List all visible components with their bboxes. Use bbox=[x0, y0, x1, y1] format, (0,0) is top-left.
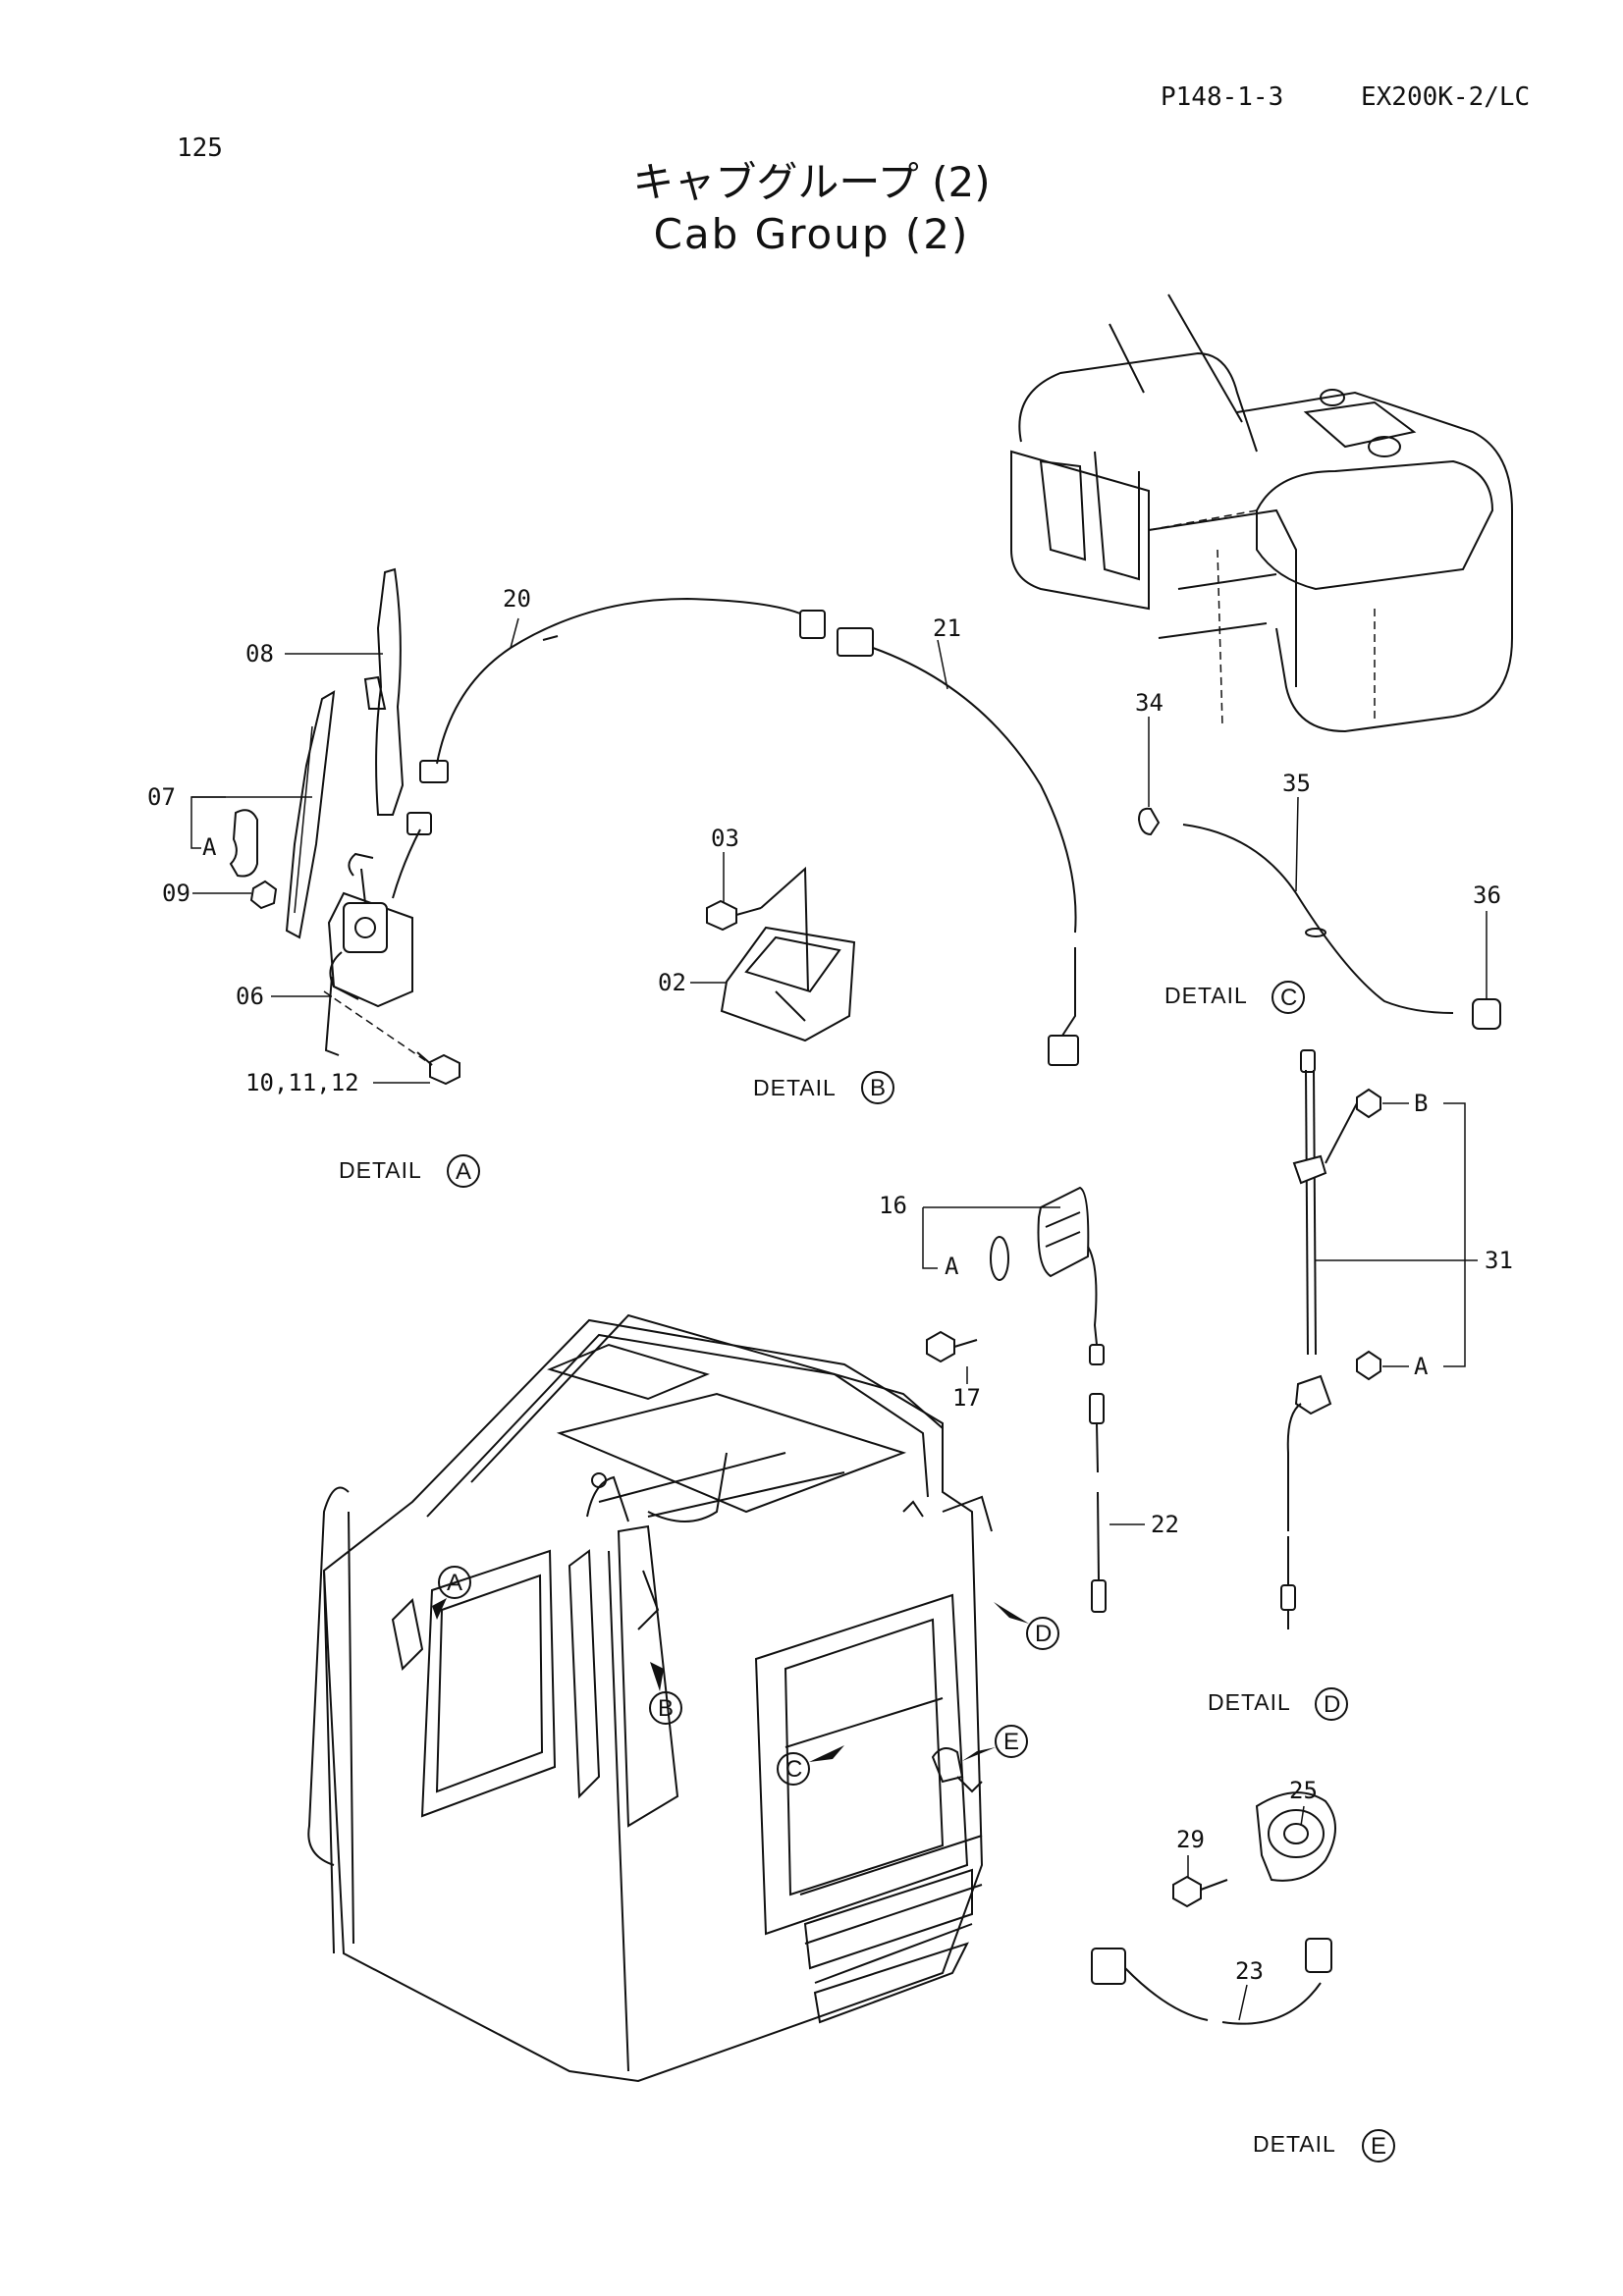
cab-marker-a-letter: A bbox=[447, 1570, 462, 1596]
page-number: 125 bbox=[177, 133, 223, 163]
detail-d-caption: DETAIL D bbox=[1208, 1687, 1348, 1721]
excavator-overview bbox=[1010, 294, 1513, 733]
doc-code: P148-1-3 bbox=[1161, 82, 1284, 112]
cab-marker-d-letter: D bbox=[1035, 1621, 1052, 1647]
callout-21: 21 bbox=[933, 614, 961, 642]
cab-marker-b-letter: B bbox=[658, 1695, 674, 1722]
detail-d-assembly bbox=[1280, 1049, 1381, 1629]
detail-c-caption: DETAIL C bbox=[1164, 981, 1305, 1014]
cab-drawing bbox=[307, 1313, 993, 2083]
callout-07: 07 bbox=[147, 783, 176, 811]
title-english: Cab Group (2) bbox=[653, 210, 970, 258]
cab-marker-a: A bbox=[432, 1566, 471, 1620]
callout-08: 08 bbox=[245, 640, 274, 667]
cab-marker-e: E bbox=[962, 1725, 1028, 1761]
callout-02: 02 bbox=[658, 969, 686, 996]
callout-31: 31 bbox=[1485, 1247, 1513, 1274]
detail-a-letter: A bbox=[456, 1158, 471, 1185]
callout-20: 20 bbox=[503, 585, 531, 613]
callout-31-a: A bbox=[1414, 1353, 1429, 1380]
callout-22: 22 bbox=[1151, 1511, 1179, 1538]
callout-06: 06 bbox=[236, 983, 264, 1010]
cab-marker-d: D bbox=[994, 1602, 1059, 1650]
callout-36: 36 bbox=[1473, 881, 1501, 909]
detail-e-letter: E bbox=[1371, 2133, 1386, 2160]
room-lamp-assembly bbox=[926, 1186, 1107, 1613]
cab-marker-c-letter: C bbox=[785, 1756, 802, 1783]
callout-17: 17 bbox=[952, 1384, 981, 1412]
callout-35: 35 bbox=[1282, 770, 1311, 797]
cab-marker-b: B bbox=[649, 1662, 682, 1725]
detail-a-assembly bbox=[229, 567, 826, 1086]
detail-e-assembly bbox=[1091, 1791, 1336, 2025]
callout-07-a: A bbox=[202, 833, 217, 861]
detail-b-caption: DETAIL B bbox=[753, 1071, 894, 1104]
callout-10-11-12: 10,11,12 bbox=[245, 1069, 359, 1096]
callout-03: 03 bbox=[711, 825, 739, 852]
detail-a-word: DETAIL bbox=[339, 1157, 422, 1183]
callout-16-a: A bbox=[945, 1253, 959, 1280]
title-japanese: キャブグループ (2) bbox=[632, 158, 991, 206]
model-code: EX200K-2/LC bbox=[1361, 82, 1531, 112]
callout-09: 09 bbox=[162, 880, 190, 907]
detail-d-word: DETAIL bbox=[1208, 1689, 1291, 1715]
cab-marker-e-letter: E bbox=[1003, 1729, 1019, 1755]
detail-e-word: DETAIL bbox=[1253, 2131, 1336, 2157]
detail-c-assembly bbox=[1137, 807, 1501, 1030]
detail-a-caption: DETAIL A bbox=[339, 1154, 480, 1188]
callout-29: 29 bbox=[1176, 1826, 1205, 1853]
detail-c-word: DETAIL bbox=[1164, 983, 1248, 1008]
detail-b-letter: B bbox=[870, 1075, 886, 1101]
harness-21 bbox=[837, 627, 1079, 1066]
callout-23: 23 bbox=[1235, 1957, 1264, 1985]
cab-marker-c: C bbox=[777, 1745, 844, 1786]
leader-lines bbox=[190, 617, 1488, 2021]
callout-34: 34 bbox=[1135, 689, 1163, 717]
callout-31-b: B bbox=[1414, 1090, 1428, 1117]
detail-e-caption: DETAIL E bbox=[1253, 2129, 1395, 2163]
detail-b-assembly bbox=[706, 866, 856, 1042]
callout-25: 25 bbox=[1289, 1777, 1318, 1804]
detail-b-word: DETAIL bbox=[753, 1075, 837, 1100]
callout-16: 16 bbox=[879, 1192, 907, 1219]
detail-c-letter: C bbox=[1280, 985, 1297, 1011]
detail-d-letter: D bbox=[1324, 1691, 1340, 1718]
